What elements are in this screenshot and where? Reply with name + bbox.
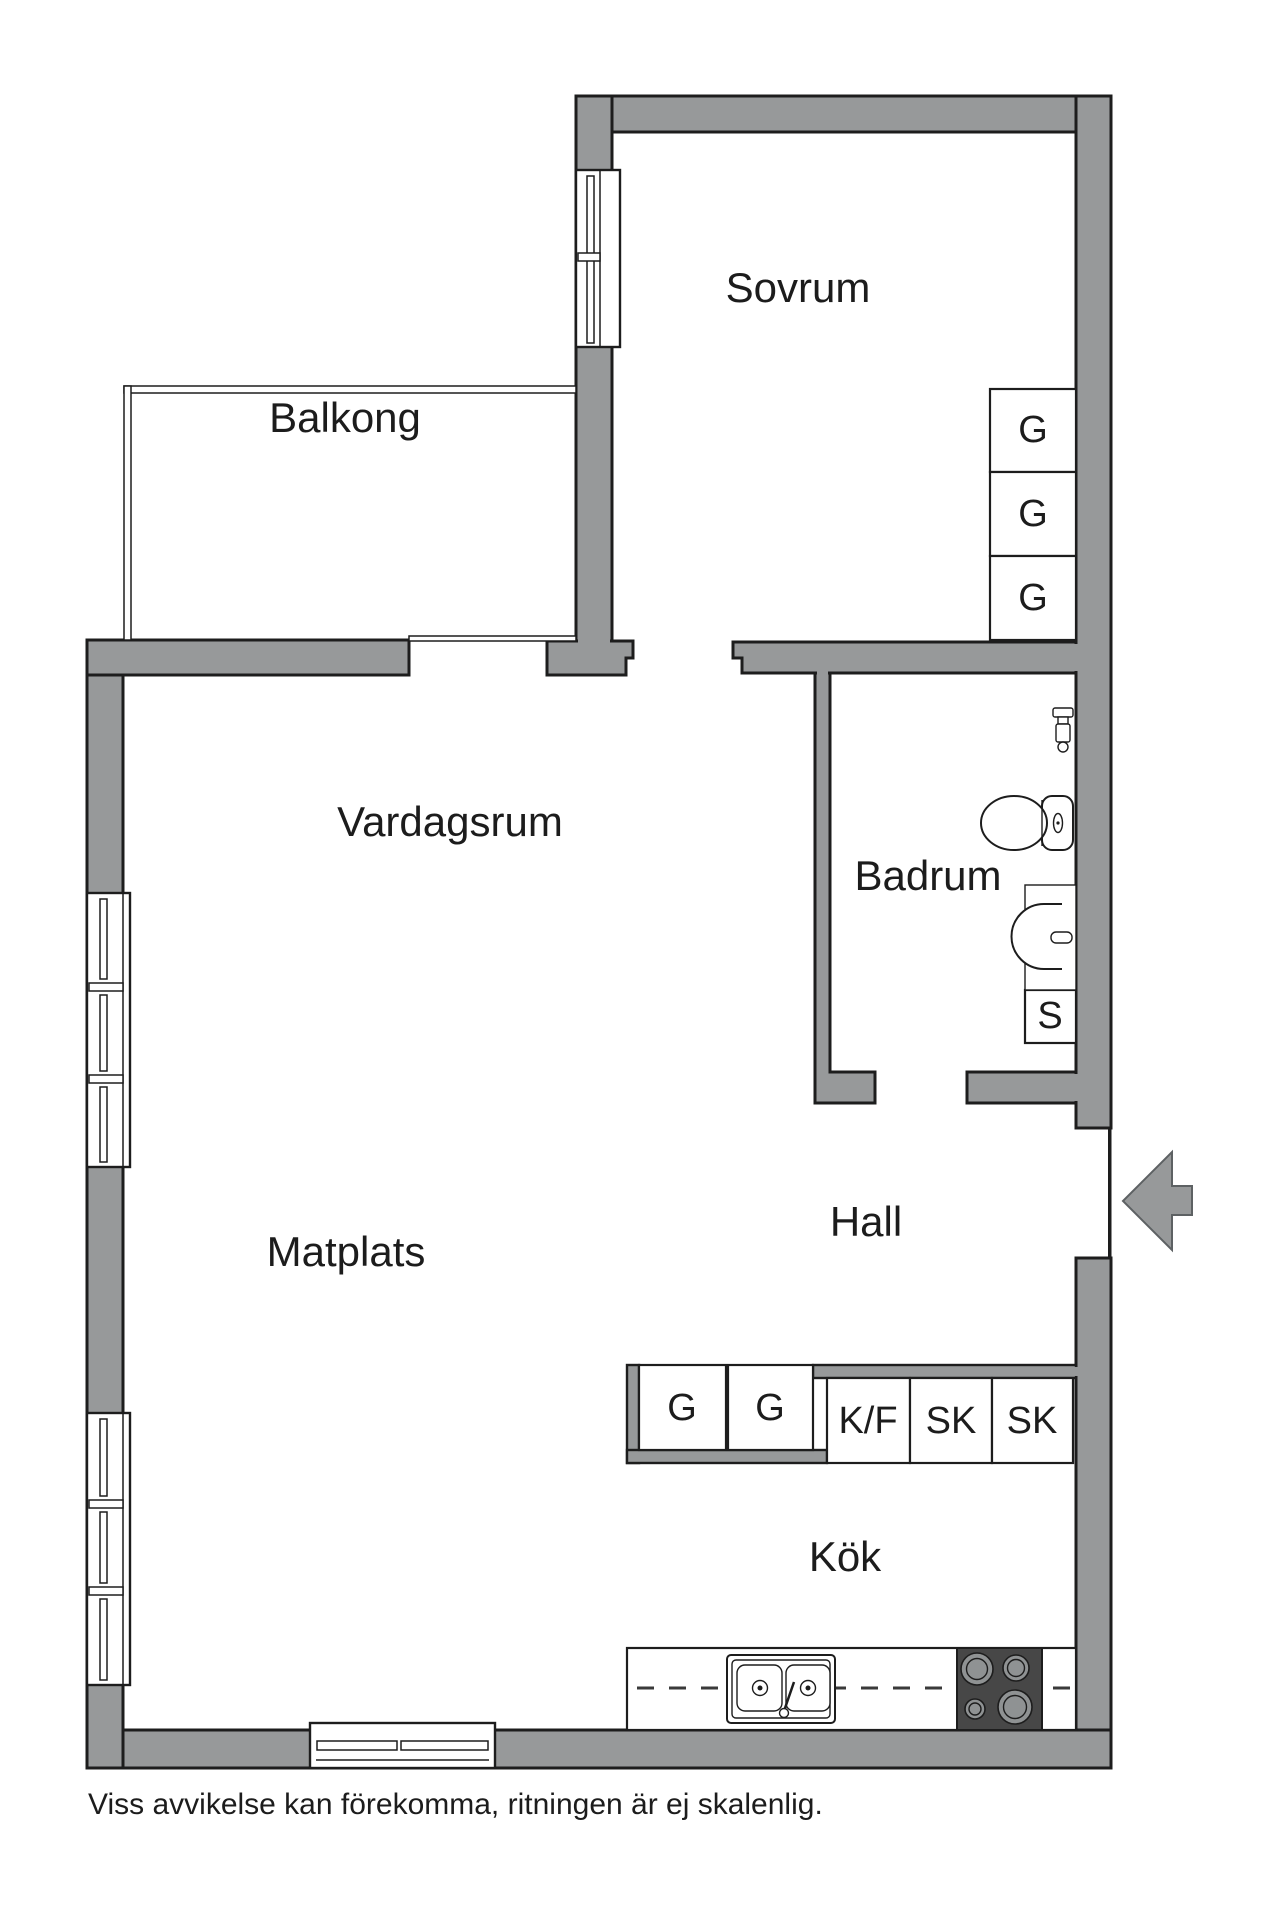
wardrobe-label: G (755, 1387, 785, 1429)
balcony-door-threshold (408, 635, 577, 642)
room-label-hall: Hall (829, 1198, 903, 1245)
room-label-dining: Matplats (266, 1228, 426, 1275)
wardrobe-label: G (1018, 409, 1048, 451)
washbasin-icon (1010, 884, 1077, 991)
cabinet-label: SK (1006, 1400, 1058, 1442)
wall-top (574, 94, 1113, 134)
bedroom-window-icon (574, 168, 622, 349)
wall-bedroom-south (731, 640, 1078, 675)
wardrobe-box (637, 1363, 728, 1452)
stove-icon (956, 1647, 1043, 1731)
closet-boxes (637, 387, 1078, 1465)
kitchen-sink-icon (726, 1654, 836, 1724)
wall-kitchen-bottom (625, 1448, 829, 1465)
wall-right-lower (1074, 1256, 1113, 1770)
toilet-icon (980, 795, 1074, 851)
shower-mixer-icon (1052, 707, 1074, 753)
wall-bottom (85, 1728, 1113, 1770)
wardrobe-label: G (1018, 577, 1048, 619)
room-label-bathroom: Badrum (854, 852, 1002, 899)
wardrobe-box (988, 387, 1078, 474)
wardrobe-label: G (667, 1387, 697, 1429)
wardrobe-box (988, 554, 1078, 642)
cabinet-label: SK (925, 1400, 977, 1442)
living-room-window-icon (85, 891, 132, 1169)
entrance-door-line (1108, 1128, 1112, 1258)
wall-pier (545, 639, 635, 677)
wall-balcony-bottom (85, 638, 411, 677)
wall-bathroom-south (965, 1070, 1078, 1105)
cabinet-box (990, 1376, 1075, 1465)
room-label-balcony: Balkong (269, 394, 421, 441)
room-label-kitchen: Kök (808, 1533, 882, 1580)
bottom-window-icon (308, 1721, 497, 1770)
dining-window-icon (85, 1411, 132, 1687)
wall-bathroom-west (813, 671, 877, 1105)
wall-right-upper (1074, 94, 1113, 1130)
fridge-freezer-label: K/F (838, 1400, 898, 1442)
fridge-freezer-box (825, 1376, 912, 1465)
balcony-railing (123, 385, 577, 642)
wall-kitchen-left (625, 1363, 641, 1465)
room-label-living-room: Vardagsrum (337, 798, 563, 845)
wardrobe-label: G (1018, 493, 1048, 535)
cleaning-cabinet-box (1023, 988, 1078, 1045)
cleaning-cabinet-label: S (1037, 995, 1063, 1037)
disclaimer-text: Viss avvikelse kan förekomma, ritningen … (88, 1788, 823, 1821)
room-label-bedroom: Sovrum (725, 264, 871, 311)
wardrobe-box (726, 1363, 815, 1452)
wall-kitchen-top (811, 1363, 1078, 1380)
entrance-arrow-icon (1121, 1149, 1193, 1253)
